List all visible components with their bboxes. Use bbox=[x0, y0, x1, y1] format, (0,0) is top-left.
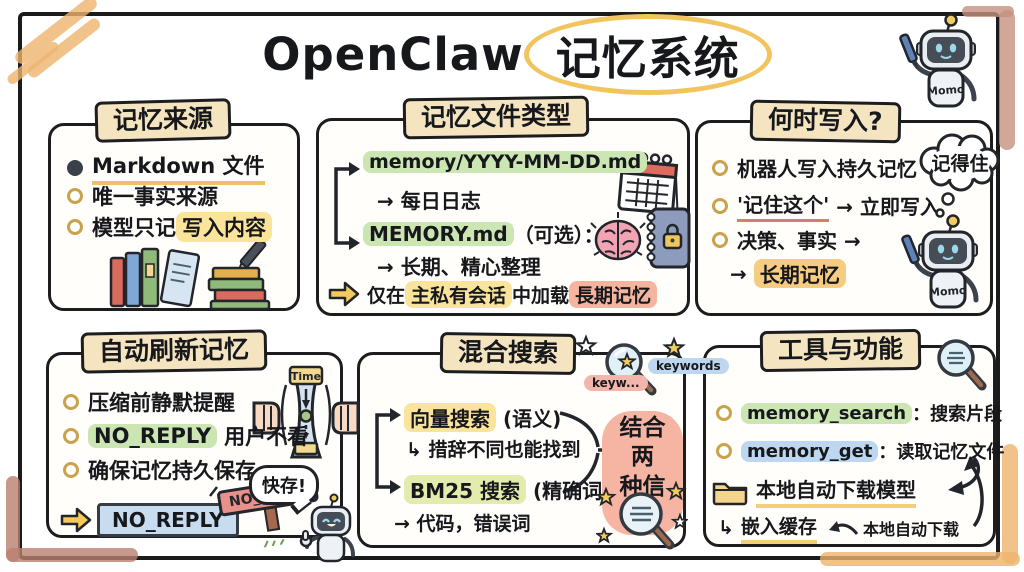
bullet-dot bbox=[67, 188, 83, 204]
panel-memory-source-title: 记忆来源 bbox=[94, 98, 232, 143]
svg-text:Momo: Momo bbox=[927, 83, 966, 99]
no-reply-sign: NO_REPLY bbox=[216, 475, 325, 558]
brain-icon bbox=[590, 212, 646, 261]
block-arrow-icon bbox=[328, 281, 360, 307]
panel-memory-source: 记忆来源 Markdown 文件 唯一事实来源 模型只记写入内容 bbox=[48, 98, 300, 311]
up-curve-arrow bbox=[964, 456, 984, 528]
books-pencil-icon bbox=[109, 238, 271, 310]
note-long-term-loading: 仅在主私有会话中加载長期记忆 bbox=[327, 279, 658, 309]
panel-hybrid-search: 混合搜索 向量搜索 (语义) ↳ 措辞不同也能找到 BM25 搜索 (精确词) … bbox=[357, 332, 729, 550]
no-reply-tag: NO_REPLY bbox=[97, 503, 239, 537]
panel-when-to-write: 何时写入? 机器人写入持久记忆 '记住这个' → 立即写入 决策、事实 → → … bbox=[695, 99, 1000, 316]
panel-auto-refresh-title: 自动刷新记忆 bbox=[80, 329, 268, 374]
bullet-memory-persists: 确保记忆持久保存 bbox=[63, 455, 256, 485]
panel-file-types-title: 记忆文件类型 bbox=[402, 95, 590, 140]
writing-robot-icon: Momo bbox=[901, 214, 979, 309]
crayon-mark bbox=[6, 476, 20, 562]
panel-when-to-write-title: 何时写入? bbox=[749, 99, 901, 144]
bullet-dot bbox=[67, 159, 83, 176]
border-frame bbox=[18, 12, 1000, 560]
svg-text:记得住: 记得住 bbox=[931, 152, 988, 175]
locked-notebook-icon bbox=[646, 207, 691, 269]
curved-left-arrow-icon bbox=[828, 521, 859, 535]
panel-tools-title: 工具与功能 bbox=[759, 328, 922, 372]
magnifier-star-icon bbox=[574, 334, 686, 396]
crayon-mark bbox=[962, 6, 1014, 17]
tool-memory-search: memory_search ：搜索片段 bbox=[716, 400, 1002, 426]
bm25-search-line: BM25 搜索 (精确词) bbox=[404, 475, 611, 504]
embedding-cache-line: ↳ 嵌入缓存 本地自动下载 bbox=[718, 512, 959, 544]
page-title-highlight: 记忆系统 bbox=[523, 14, 772, 95]
magnifier-icon bbox=[937, 339, 987, 391]
magnifier-results-icon bbox=[596, 480, 688, 550]
bullet-remember-this: '记住这个' → 立即写入 bbox=[712, 189, 940, 222]
bullet-no-reply-hidden: NO_REPLY 用户不看 bbox=[63, 421, 308, 451]
happy-robot-icon bbox=[299, 493, 355, 563]
file-daily-desc: → 每日日志 bbox=[377, 189, 481, 213]
grass-icon bbox=[263, 538, 285, 548]
bullet-markdown-files: Markdown 文件 bbox=[67, 150, 265, 185]
keyword-pill-pink: keyw... bbox=[584, 375, 648, 391]
file-daily-path: memory/YYYY-MM-DD.md bbox=[363, 151, 648, 173]
svg-text:Momo: Momo bbox=[929, 284, 968, 300]
bullet-dot bbox=[716, 443, 732, 459]
crayon-mark bbox=[6, 548, 138, 562]
vector-search-line: 向量搜索 (语义) bbox=[404, 403, 561, 432]
crayon-mark bbox=[1002, 444, 1018, 564]
crayon-mark bbox=[999, 10, 1015, 150]
combined-signals-label: 结合两 种信号 bbox=[602, 411, 683, 535]
tool-memory-get: memory_get ：读取记忆文件 bbox=[716, 438, 1004, 464]
panel-file-types: 记忆文件类型 memory/YYYY-MM-DD.md → 每日日志 MEMOR… bbox=[316, 95, 691, 316]
bullet-single-source-of-truth: 唯一事实来源 bbox=[67, 181, 218, 211]
panel-tools: 工具与功能 memory_search ：搜索片段 memory_get ：读取… bbox=[703, 328, 1004, 547]
page-title-left: OpenClaw bbox=[262, 28, 524, 81]
page-title: OpenClaw 记忆系统 bbox=[0, 14, 1024, 95]
title-ellipse-decoration bbox=[523, 14, 772, 95]
bullet-silent-reminder: 压缩前静默提醒 bbox=[63, 387, 235, 417]
bullet-dot bbox=[67, 219, 83, 235]
branch-bracket bbox=[375, 408, 401, 494]
mascot-robot-icon: Momo bbox=[899, 13, 977, 108]
bullet-model-only-remembers: 模型只记写入内容 bbox=[67, 212, 272, 242]
bullet-dot bbox=[716, 405, 732, 421]
folder-icon bbox=[712, 482, 748, 506]
file-memory-path: MEMORY.md （可选）： bbox=[363, 219, 604, 248]
block-arrow-icon bbox=[60, 507, 92, 533]
long-term-memory-line: → 长期记忆 bbox=[730, 259, 846, 288]
bullet-dot bbox=[63, 394, 79, 410]
bullet-dot bbox=[712, 159, 728, 176]
panel-auto-refresh: 自动刷新记忆 压缩前静默提醒 NO_REPLY 用户不看 确保记忆持久保存 NO… bbox=[46, 329, 360, 563]
bullet-robot-writes: 机器人写入持久记忆 bbox=[712, 153, 917, 182]
bullet-dot bbox=[712, 231, 728, 248]
bullet-dot bbox=[712, 197, 728, 214]
crayon-mark bbox=[820, 552, 1020, 566]
thought-bubble: 记得住 bbox=[919, 133, 1000, 218]
sign-post bbox=[263, 506, 280, 532]
branch-bracket bbox=[334, 162, 360, 250]
file-memory-desc: → 长期、精心整理 bbox=[377, 255, 541, 279]
bullet-dot bbox=[63, 462, 79, 478]
svg-text:Time: Time bbox=[291, 370, 321, 383]
panel-hybrid-search-title: 混合搜索 bbox=[439, 332, 577, 375]
time-compression-icon: Time bbox=[252, 365, 360, 459]
local-model-download-line: 本地自动下载模型 bbox=[712, 474, 916, 508]
bm25-search-desc: → 代码，错误词 bbox=[394, 513, 531, 535]
bullet-decisions-facts: 决策、事实 → bbox=[712, 225, 861, 254]
vector-search-desc: ↳ 措辞不同也能找到 bbox=[406, 439, 581, 461]
keyword-pill-blue: keywords bbox=[648, 358, 729, 374]
bullet-dot bbox=[63, 428, 79, 444]
save-now-bubble: 快存! bbox=[249, 465, 319, 505]
